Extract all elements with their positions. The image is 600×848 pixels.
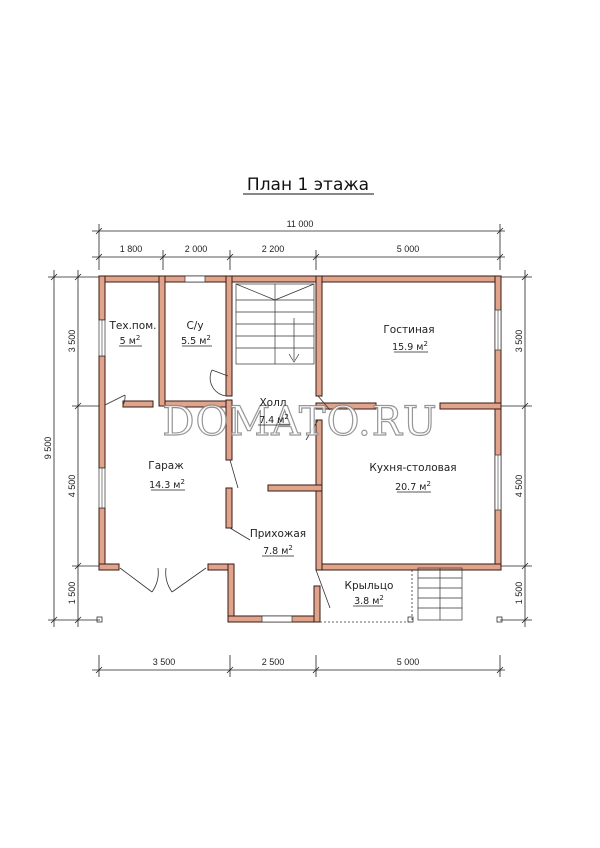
top-dimensions [92, 224, 505, 270]
porch-outline [96, 566, 503, 623]
left-dimensions [48, 270, 100, 627]
dim-right-1: 3 500 [514, 330, 524, 353]
porch-steps [417, 567, 463, 621]
room-area: 7.8 м2 [263, 544, 293, 557]
room-name: Гостиная [383, 324, 434, 336]
room-living: Гостиная 15.9 м2 [383, 324, 434, 353]
room-porch: Крыльцо 3.8 м2 [345, 580, 394, 607]
windows [98, 275, 502, 623]
dim-top-1: 1 800 [120, 244, 143, 254]
dim-left-3: 1 500 [67, 582, 77, 605]
walls [98, 275, 502, 623]
dim-bottom-1: 3 500 [153, 657, 176, 667]
right-dimensions [500, 270, 532, 627]
room-area: 14.3 м2 [149, 478, 185, 491]
room-area: 5.5 м2 [181, 334, 211, 347]
room-tech: Тех.пом. 5 м2 [109, 320, 157, 347]
room-area: 5 м2 [120, 334, 141, 347]
room-name: С/у [186, 320, 203, 332]
room-wc: С/у 5.5 м2 [181, 320, 212, 347]
page-title: План 1 этажа [247, 175, 369, 195]
dim-top-4: 5 000 [397, 244, 420, 254]
doors [104, 369, 331, 609]
dim-top-total: 11 000 [287, 219, 314, 229]
room-name: Прихожая [250, 528, 306, 540]
dim-top-3: 2 200 [262, 244, 285, 254]
room-name: Крыльцо [345, 580, 394, 592]
room-area: 3.8 м2 [354, 594, 384, 607]
room-name: Гараж [148, 460, 184, 472]
dim-left-1: 3 500 [67, 330, 77, 353]
bottom-dimensions [92, 655, 505, 677]
dim-top-2: 2 000 [185, 244, 208, 254]
dim-right-2: 4 500 [514, 475, 524, 498]
room-area: 20.7 м2 [395, 480, 431, 493]
room-hall: Холл 7.4 м2 [258, 397, 290, 426]
room-area: 15.9 м2 [392, 340, 428, 353]
dim-bottom-3: 5 000 [397, 657, 420, 667]
room-kitchen: Кухня-столовая 20.7 м2 [369, 462, 456, 493]
dim-bottom-2: 2 500 [262, 657, 285, 667]
dim-left-2: 4 500 [67, 475, 77, 498]
room-garage: Гараж 14.3 м2 [148, 460, 185, 491]
room-name: Тех.пом. [109, 320, 157, 332]
room-area: 7.4 м2 [259, 413, 289, 426]
room-name: Кухня-столовая [369, 462, 456, 474]
room-name: Холл [259, 397, 286, 409]
dim-right-3: 1 500 [514, 582, 524, 605]
dim-left-total: 9 500 [43, 437, 53, 460]
watermark: DOMATO.RU [162, 399, 437, 445]
staircase-interior [235, 283, 315, 365]
room-entry: Прихожая 7.8 м2 [250, 528, 306, 557]
